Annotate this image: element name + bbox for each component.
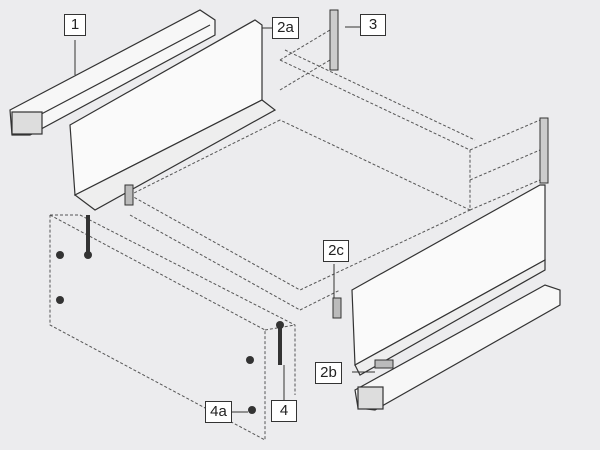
callout-4a: 4a — [205, 401, 232, 423]
runner-left — [9, 9, 216, 136]
cover-cap-2c — [332, 297, 342, 319]
rear-bracket-left — [329, 9, 549, 184]
leader-lines — [74, 26, 375, 413]
callout-1: 1 — [64, 14, 86, 36]
runner-right — [354, 284, 561, 411]
callout-2b: 2b — [315, 362, 342, 384]
callout-3: 3 — [360, 14, 386, 36]
cover-cap-2b — [374, 359, 394, 369]
drawer-side-left — [69, 19, 277, 211]
dashed-outlines — [49, 29, 541, 441]
cover-cap-left — [124, 184, 134, 206]
callout-2c: 2c — [323, 240, 349, 262]
front-clips — [56, 215, 284, 414]
drawer-side-right — [351, 184, 546, 376]
callout-2a: 2a — [272, 17, 299, 39]
callout-4: 4 — [271, 400, 297, 422]
